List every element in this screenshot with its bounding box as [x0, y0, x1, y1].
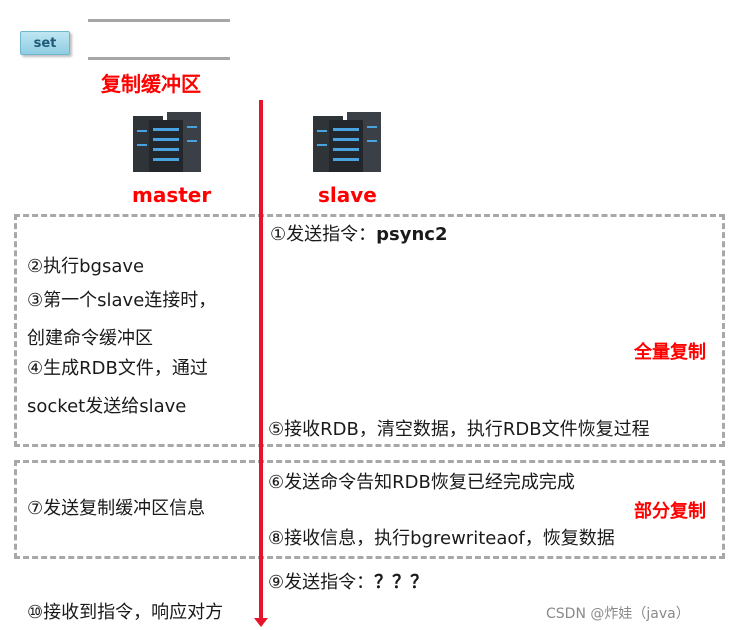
slave-label: slave: [318, 183, 377, 207]
step-9-command: ？？？: [374, 572, 429, 593]
step-9-text: ⑨发送指令：: [268, 572, 375, 593]
step-3-line1: ③第一个slave连接时，: [27, 290, 217, 311]
buffer-label: 复制缓冲区: [101, 72, 201, 96]
timeline-arrow-icon: [254, 618, 268, 627]
step-4-line1: ④生成RDB文件，通过: [27, 358, 208, 379]
step-10: ⑩接收到指令，响应对方: [27, 602, 224, 623]
step-2: ②执行bgsave: [27, 256, 145, 277]
csdn-watermark: CSDN @炸娃（java）: [546, 606, 690, 622]
step-1-command: psync2: [376, 224, 448, 245]
master-label: master: [132, 183, 212, 207]
partial-copy-region: [14, 460, 725, 559]
step-1-text: ①发送指令：: [270, 224, 377, 245]
step-7: ⑦发送复制缓冲区信息: [27, 498, 206, 519]
full-copy-label: 全量复制: [634, 342, 706, 363]
step-5: ⑤接收RDB，清空数据，执行RDB文件恢复过程: [268, 419, 650, 440]
step-9: ⑨发送指令：？？？: [268, 571, 428, 595]
master-server-icon: [133, 112, 201, 172]
step-8: ⑧接收信息，执行bgrewriteaof，恢复数据: [268, 528, 615, 549]
step-4-line2: socket发送给slave: [27, 396, 187, 417]
step-1: ①发送指令：psync2: [270, 223, 447, 247]
step-3-line2: 创建命令缓冲区: [27, 328, 153, 349]
timeline-line: [259, 100, 263, 624]
buffer-bottom-line: [88, 57, 230, 60]
slave-server-icon: [313, 112, 381, 172]
full-copy-region: [14, 214, 725, 447]
buffer-top-line: [88, 19, 230, 22]
partial-copy-label: 部分复制: [634, 501, 706, 522]
set-command-badge: set: [20, 31, 70, 55]
step-6: ⑥发送命令告知RDB恢复已经完成完成: [268, 472, 575, 493]
